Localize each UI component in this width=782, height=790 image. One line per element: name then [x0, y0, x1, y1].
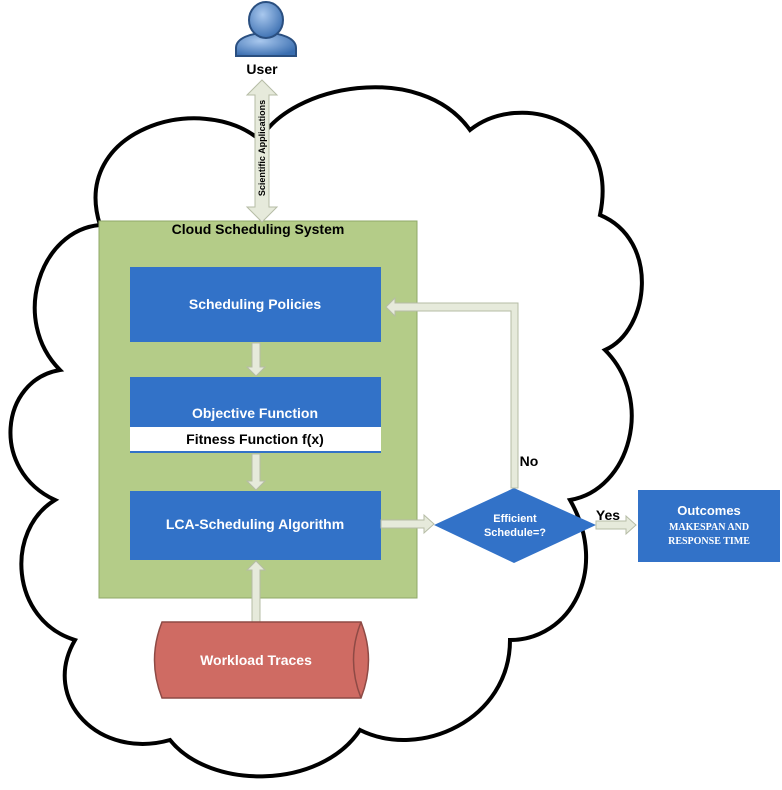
no-label: No [520, 453, 539, 469]
user-icon [235, 1, 297, 57]
arrow-policies-to-objective [245, 342, 267, 377]
scientific-applications-label: Scientific Applications [257, 100, 267, 196]
arrow-workload-to-algorithm [245, 560, 267, 623]
arrow-objective-to-algorithm [245, 453, 267, 491]
decision-line1: Efficient [493, 513, 537, 525]
efficient-schedule-diamond [434, 488, 596, 563]
yes-label: Yes [596, 507, 620, 523]
arrow-algorithm-to-decision [380, 513, 435, 535]
objective-function-box [130, 377, 381, 427]
user-label: User [246, 61, 278, 77]
system-title: Cloud Scheduling System [172, 221, 345, 237]
user-system-double-arrow [245, 79, 279, 223]
outcomes-box [638, 490, 780, 562]
scheduling-policies-box [130, 267, 381, 342]
fitness-function-label: Fitness Function f(x) [186, 431, 324, 447]
workload-traces-label: Workload Traces [200, 652, 312, 668]
yes-arrow [595, 514, 637, 536]
scheduling-policies-label: Scheduling Policies [189, 296, 321, 312]
fitness-function-box [130, 427, 381, 452]
workload-traces-cylinder [153, 621, 370, 699]
decision-line2: Schedule=? [484, 527, 546, 539]
outcomes-title: Outcomes [677, 503, 741, 518]
lca-scheduling-algorithm-box [130, 491, 381, 560]
objective-function-label: Objective Function [192, 405, 318, 421]
outcomes-line1: MAKESPAN AND [669, 522, 749, 533]
no-loop-arrow [385, 296, 519, 489]
outcomes-line2: RESPONSE TIME [668, 536, 750, 547]
lca-scheduling-algorithm-label: LCA-Scheduling Algorithm [166, 516, 344, 532]
